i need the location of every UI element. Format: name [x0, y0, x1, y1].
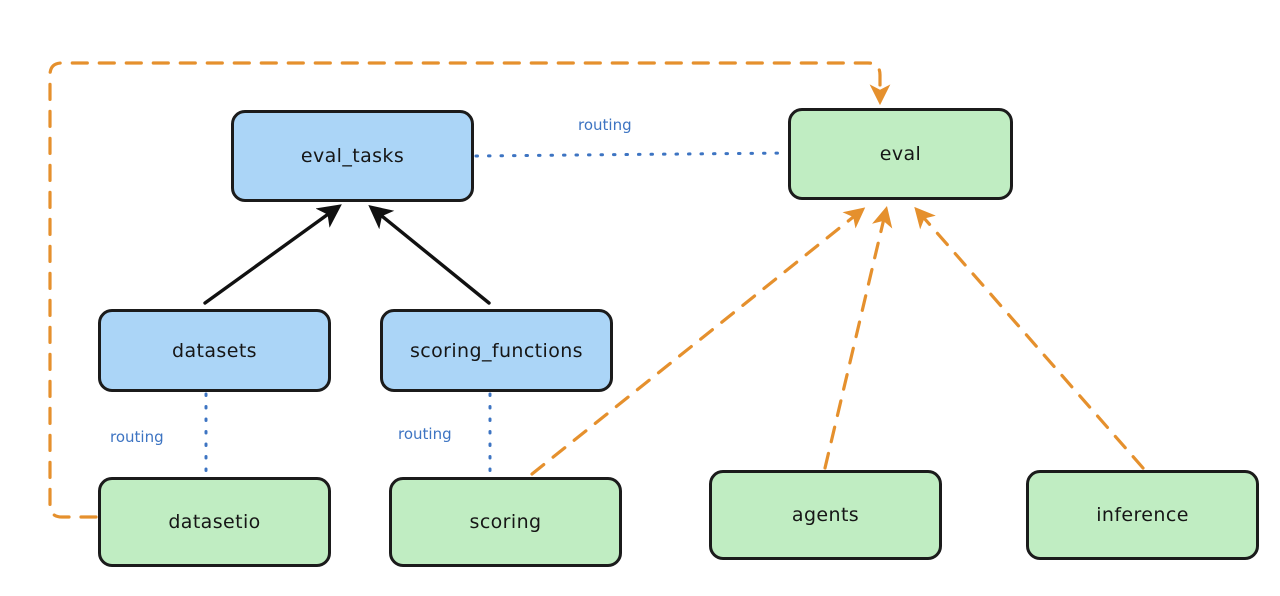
- edge-label-routing-scoring-functions-scoring: routing: [398, 425, 452, 443]
- node-eval[interactable]: eval: [788, 108, 1013, 200]
- node-inference[interactable]: inference: [1026, 470, 1259, 560]
- edge-label-routing-datasets-datasetio: routing: [110, 428, 164, 446]
- node-eval-tasks[interactable]: eval_tasks: [231, 110, 474, 202]
- edge-agents-to-eval: [823, 205, 893, 470]
- edge-label-routing-eval-tasks-eval: routing: [578, 116, 632, 134]
- node-label-scoring-functions: scoring_functions: [410, 339, 583, 362]
- node-datasetio[interactable]: datasetio: [98, 477, 331, 567]
- node-label-datasets: datasets: [172, 339, 257, 362]
- node-label-agents: agents: [791, 504, 860, 526]
- node-datasets[interactable]: datasets: [98, 309, 331, 392]
- edge-datasets-to-eval-tasks: [203, 204, 342, 305]
- node-scoring[interactable]: scoring: [389, 477, 622, 567]
- node-label-inference: inference: [1096, 504, 1189, 526]
- edge-inference-to-eval: [914, 206, 1145, 470]
- node-label-datasetio: datasetio: [168, 511, 261, 533]
- node-label-scoring: scoring: [469, 511, 542, 533]
- node-scoring-functions[interactable]: scoring_functions: [380, 309, 613, 392]
- edge-eval-tasks-to-eval: [474, 151, 788, 158]
- node-agents[interactable]: agents: [709, 470, 942, 560]
- edge-scoring-functions-to-eval-tasks: [368, 204, 491, 305]
- node-label-eval-tasks: eval_tasks: [300, 145, 405, 167]
- node-label-eval: eval: [879, 143, 922, 165]
